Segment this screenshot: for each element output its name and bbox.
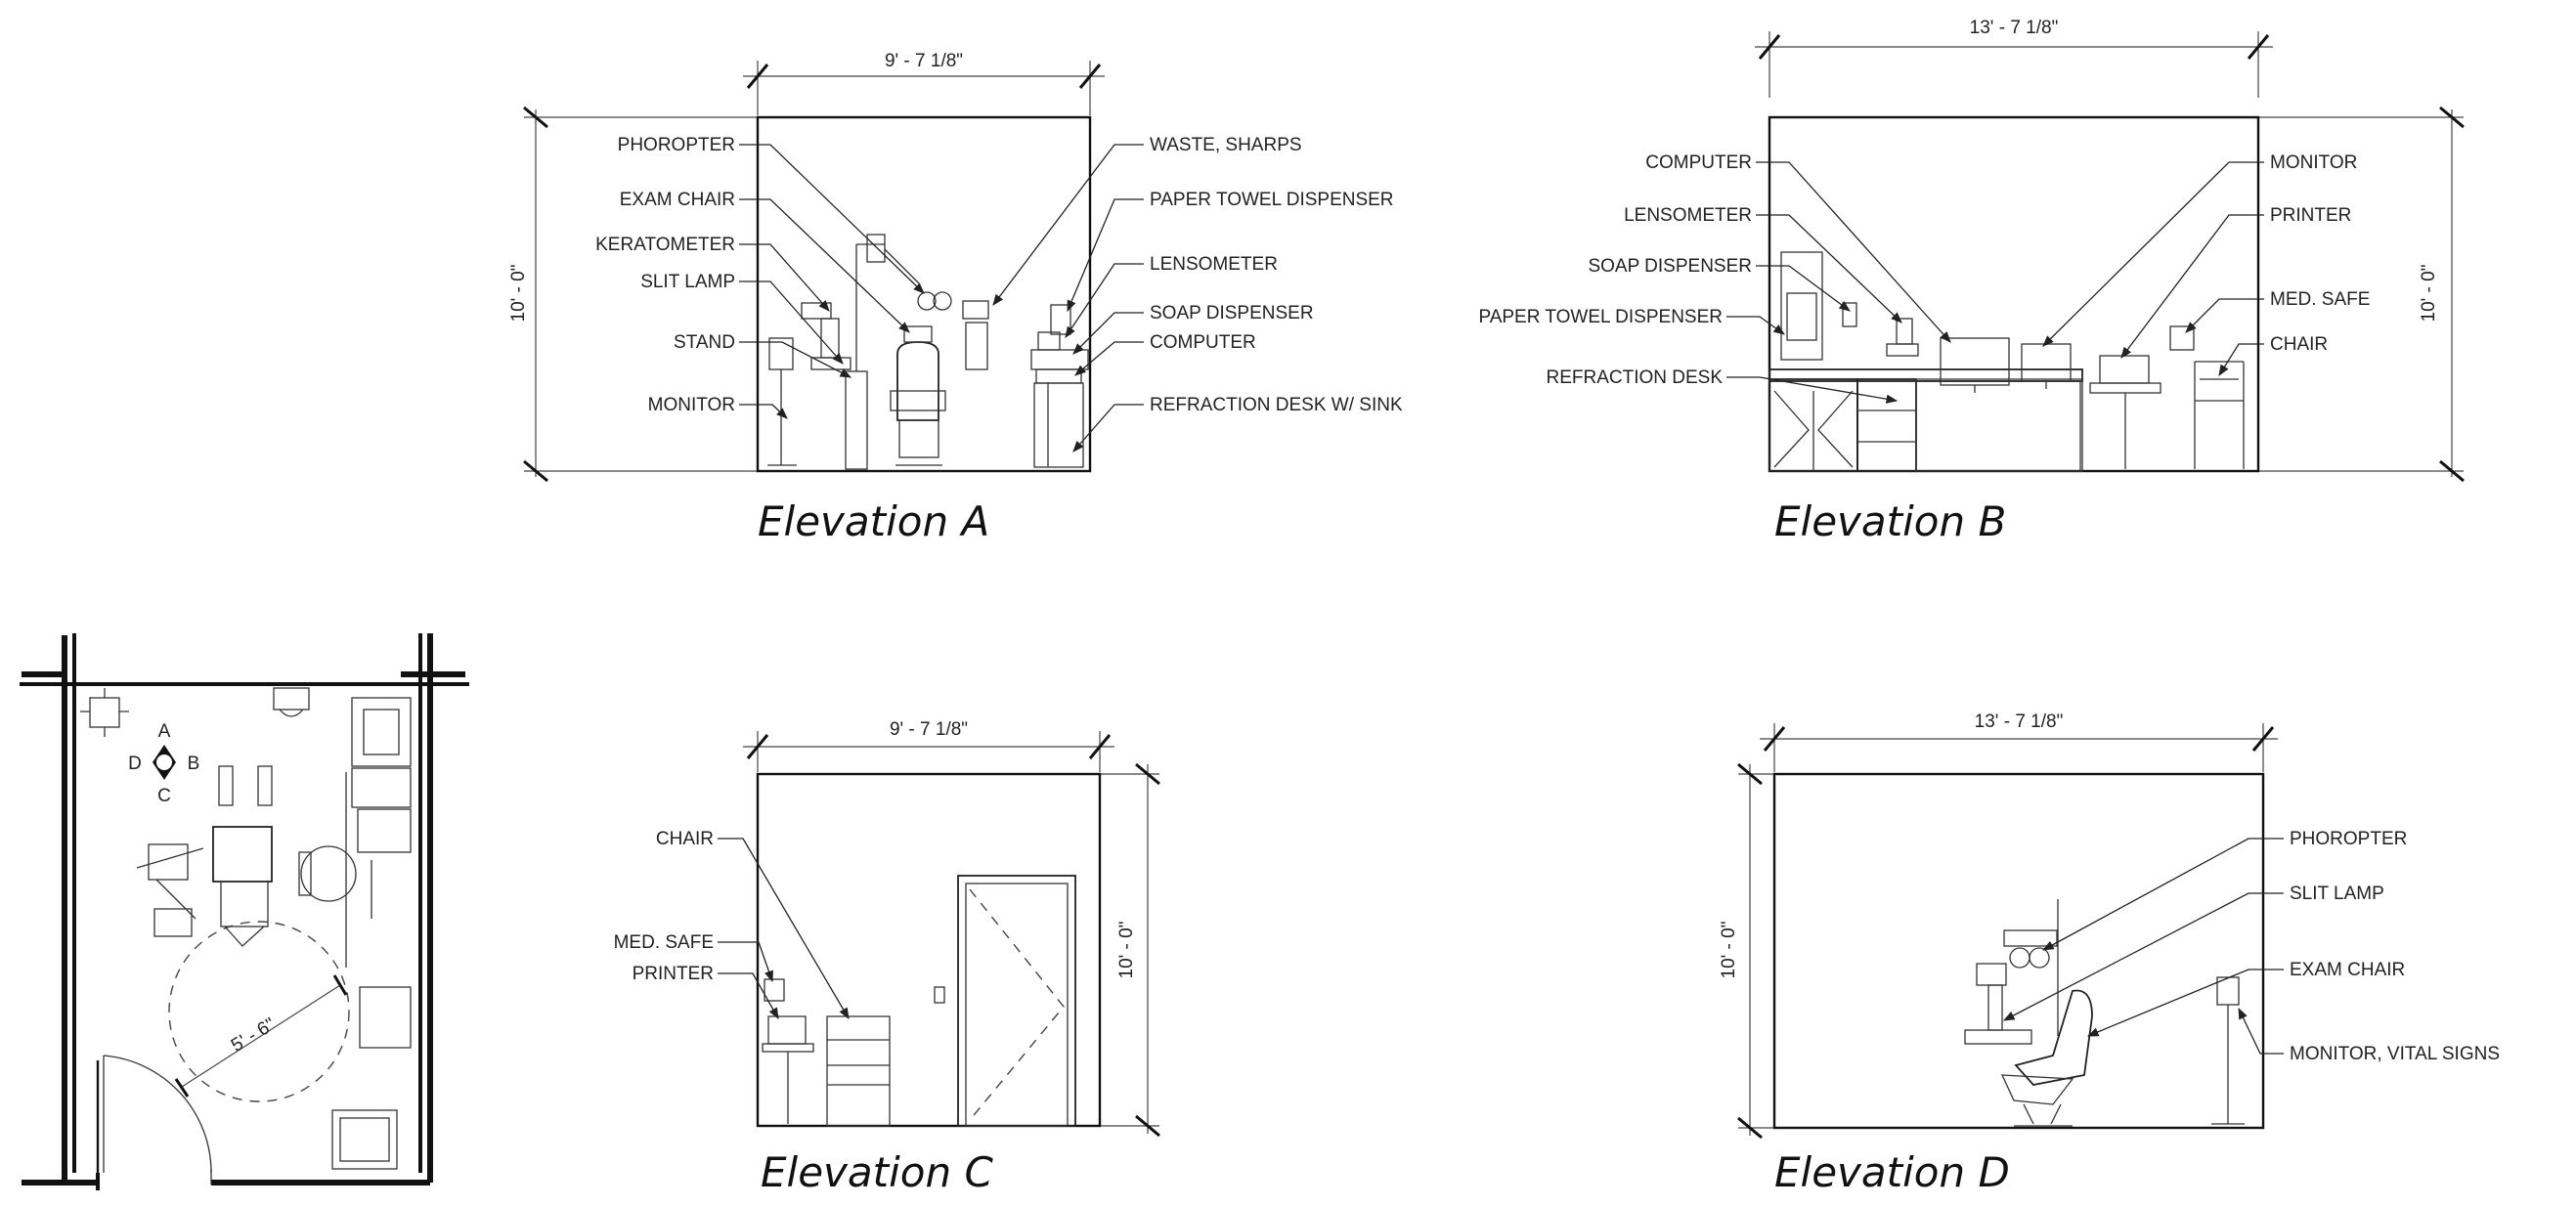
elevation-a-frame	[756, 115, 1092, 473]
elevation-b-width-text: 13' - 7 1/8"	[1970, 18, 2059, 38]
label-phoropter: PHOROPTER	[618, 135, 735, 155]
label-paper-towel-dispenser: PAPER TOWEL DISPENSER	[1150, 190, 1394, 210]
label-d-exam-chair: EXAM CHAIR	[2290, 960, 2405, 980]
elevation-d-height-text: 10' - 0"	[1719, 922, 1739, 979]
elevation-a-height-dimension: 10' - 0"	[508, 106, 758, 483]
label-lensometer: LENSOMETER	[1150, 254, 1278, 275]
elevation-d-frame	[1772, 772, 2265, 1130]
elevation-b-height-text: 10' - 0"	[2419, 265, 2439, 323]
elevation-c-height-text: 10' - 0"	[1116, 922, 1137, 979]
label-d-monitor-vital-signs: MONITOR, VITAL SIGNS	[2290, 1044, 2500, 1064]
elevation-b-left-labels: COMPUTER LENSOMETER SOAP DISPENSER PAPER…	[1478, 152, 1951, 404]
elevation-c-frame	[756, 772, 1102, 1128]
label-c-chair: CHAIR	[656, 829, 714, 849]
elevation-b-right-labels: MONITOR PRINTER MED. SAFE CHAIR	[2042, 152, 2370, 376]
elevation-b-width-dimension: 13' - 7 1/8"	[1755, 18, 2273, 98]
elevation-c-title: Elevation C	[761, 1148, 993, 1196]
label-computer: COMPUTER	[1150, 332, 1256, 353]
label-b-refraction-desk: REFRACTION DESK	[1546, 367, 1723, 388]
label-b-chair: CHAIR	[2270, 334, 2328, 355]
elevation-d-furniture	[1964, 899, 2245, 1127]
elevation-c-furniture	[762, 875, 1076, 1127]
label-refraction-desk-sink: REFRACTION DESK W/ SINK	[1150, 395, 1403, 415]
label-b-med-safe: MED. SAFE	[2270, 289, 2370, 310]
label-d-slit-lamp: SLIT LAMP	[2290, 884, 2384, 904]
label-b-monitor: MONITOR	[2270, 152, 2357, 173]
elevation-a-width-dimension: 9' - 7 1/8"	[743, 51, 1105, 115]
view-compass: A B C D	[128, 721, 199, 806]
compass-d: D	[128, 754, 142, 774]
elevation-c: 9' - 7 1/8" 10' - 0"	[614, 719, 1160, 1196]
label-slit-lamp: SLIT LAMP	[640, 272, 735, 292]
compass-c: C	[157, 786, 171, 806]
label-b-lensometer: LENSOMETER	[1624, 205, 1752, 226]
turning-radius-circle	[168, 921, 350, 1102]
elevation-d-width-dimension: 13' - 7 1/8"	[1760, 711, 2278, 772]
label-b-computer: COMPUTER	[1645, 152, 1752, 173]
elevation-a-right-labels: WASTE, SHARPS PAPER TOWEL DISPENSER LENS…	[992, 135, 1403, 453]
elevation-d-width-text: 13' - 7 1/8"	[1975, 711, 2064, 732]
elevation-d-right-labels: PHOROPTER SLIT LAMP EXAM CHAIR MONITOR, …	[2002, 829, 2500, 1064]
label-waste-sharps: WASTE, SHARPS	[1150, 135, 1302, 155]
elevation-a-width-text: 9' - 7 1/8"	[885, 51, 963, 71]
elevation-a-furniture	[767, 234, 1089, 470]
elevation-c-width-dimension: 9' - 7 1/8"	[743, 719, 1114, 772]
floor-plan: 5' - 6" A B C D	[20, 633, 469, 1190]
elevation-b: 13' - 7 1/8" 10' - 0"	[1478, 18, 2465, 545]
label-b-paper-towel-dispenser: PAPER TOWEL DISPENSER	[1478, 307, 1723, 327]
elevation-d-title: Elevation D	[1774, 1148, 2010, 1196]
label-soap-dispenser: SOAP DISPENSER	[1150, 303, 1314, 323]
label-monitor: MONITOR	[648, 395, 735, 415]
label-d-phoropter: PHOROPTER	[2290, 829, 2407, 849]
label-exam-chair: EXAM CHAIR	[620, 190, 735, 210]
elevation-a-title: Elevation A	[758, 497, 989, 545]
elevation-a-left-labels: PHOROPTER EXAM CHAIR KERATOMETER SLIT LA…	[595, 135, 925, 419]
compass-a: A	[158, 721, 171, 742]
elevation-a-height-text: 10' - 0"	[508, 265, 529, 323]
label-c-printer: PRINTER	[633, 964, 714, 984]
elevation-b-height-dimension: 10' - 0"	[2258, 106, 2465, 483]
label-b-printer: PRINTER	[2270, 205, 2351, 226]
elevation-c-height-dimension: 10' - 0"	[1100, 762, 1160, 1138]
elevation-d-height-dimension: 10' - 0"	[1719, 762, 1774, 1140]
elevation-b-title: Elevation B	[1774, 497, 2006, 545]
compass-b: B	[188, 754, 200, 774]
turning-radius-dim: 5' - 6"	[228, 1014, 279, 1056]
elevation-d: 13' - 7 1/8" 10' - 0"	[1719, 711, 2500, 1196]
elevation-b-furniture	[1768, 251, 2245, 472]
elevation-b-frame	[1768, 115, 2260, 473]
plan-furniture	[80, 687, 412, 1170]
label-stand: STAND	[674, 332, 735, 353]
elevation-c-width-text: 9' - 7 1/8"	[890, 719, 968, 740]
label-keratometer: KERATOMETER	[595, 235, 735, 255]
elevation-a: 9' - 7 1/8" 10' - 0"	[508, 51, 1403, 545]
label-c-med-safe: MED. SAFE	[614, 932, 714, 953]
label-b-soap-dispenser: SOAP DISPENSER	[1588, 256, 1752, 277]
elevation-c-left-labels: CHAIR MED. SAFE PRINTER	[614, 829, 850, 1020]
